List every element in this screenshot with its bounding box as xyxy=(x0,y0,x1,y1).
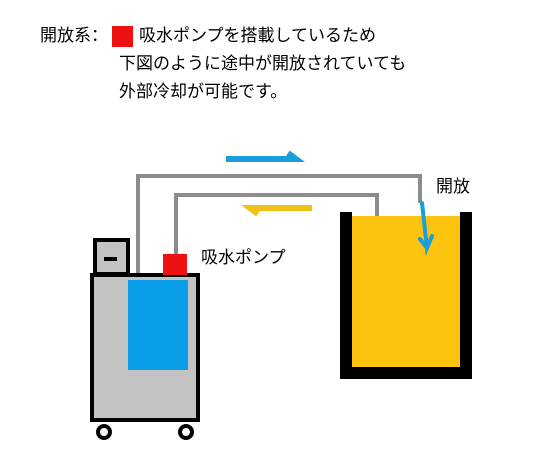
external-tank xyxy=(340,212,472,379)
right-wheel xyxy=(178,424,194,440)
description-line-2: 下図のように途中が開放されていても xyxy=(119,54,407,74)
description-line-3: 外部冷却が可能です。 xyxy=(119,82,288,102)
suction-pump-icon xyxy=(163,254,187,275)
tank-liquid xyxy=(346,216,466,368)
open-system-label: 開放系： xyxy=(40,26,108,46)
outflow-arrow-icon xyxy=(226,150,305,162)
chiller-unit xyxy=(90,238,200,440)
control-display xyxy=(104,257,117,261)
description-text: 開放系： 吸水ポンプを搭載しているため 下図のように途中が開放されていても 外部冷… xyxy=(40,22,406,106)
outflow-pipe xyxy=(136,174,422,318)
description-line-1: 開放系： 吸水ポンプを搭載しているため xyxy=(40,22,406,50)
description-line-1-text: 吸水ポンプを搭載しているため xyxy=(139,26,376,46)
left-wheel xyxy=(96,424,112,440)
red-square-legend-icon xyxy=(112,25,133,47)
tank-walls xyxy=(340,212,472,379)
return-arrow-icon xyxy=(241,205,312,217)
internal-water-tank xyxy=(128,280,188,370)
pump-label: 吸水ポンプ xyxy=(201,248,286,268)
open-label: 開放 xyxy=(436,177,470,197)
open-end-arrow-icon xyxy=(418,201,434,256)
